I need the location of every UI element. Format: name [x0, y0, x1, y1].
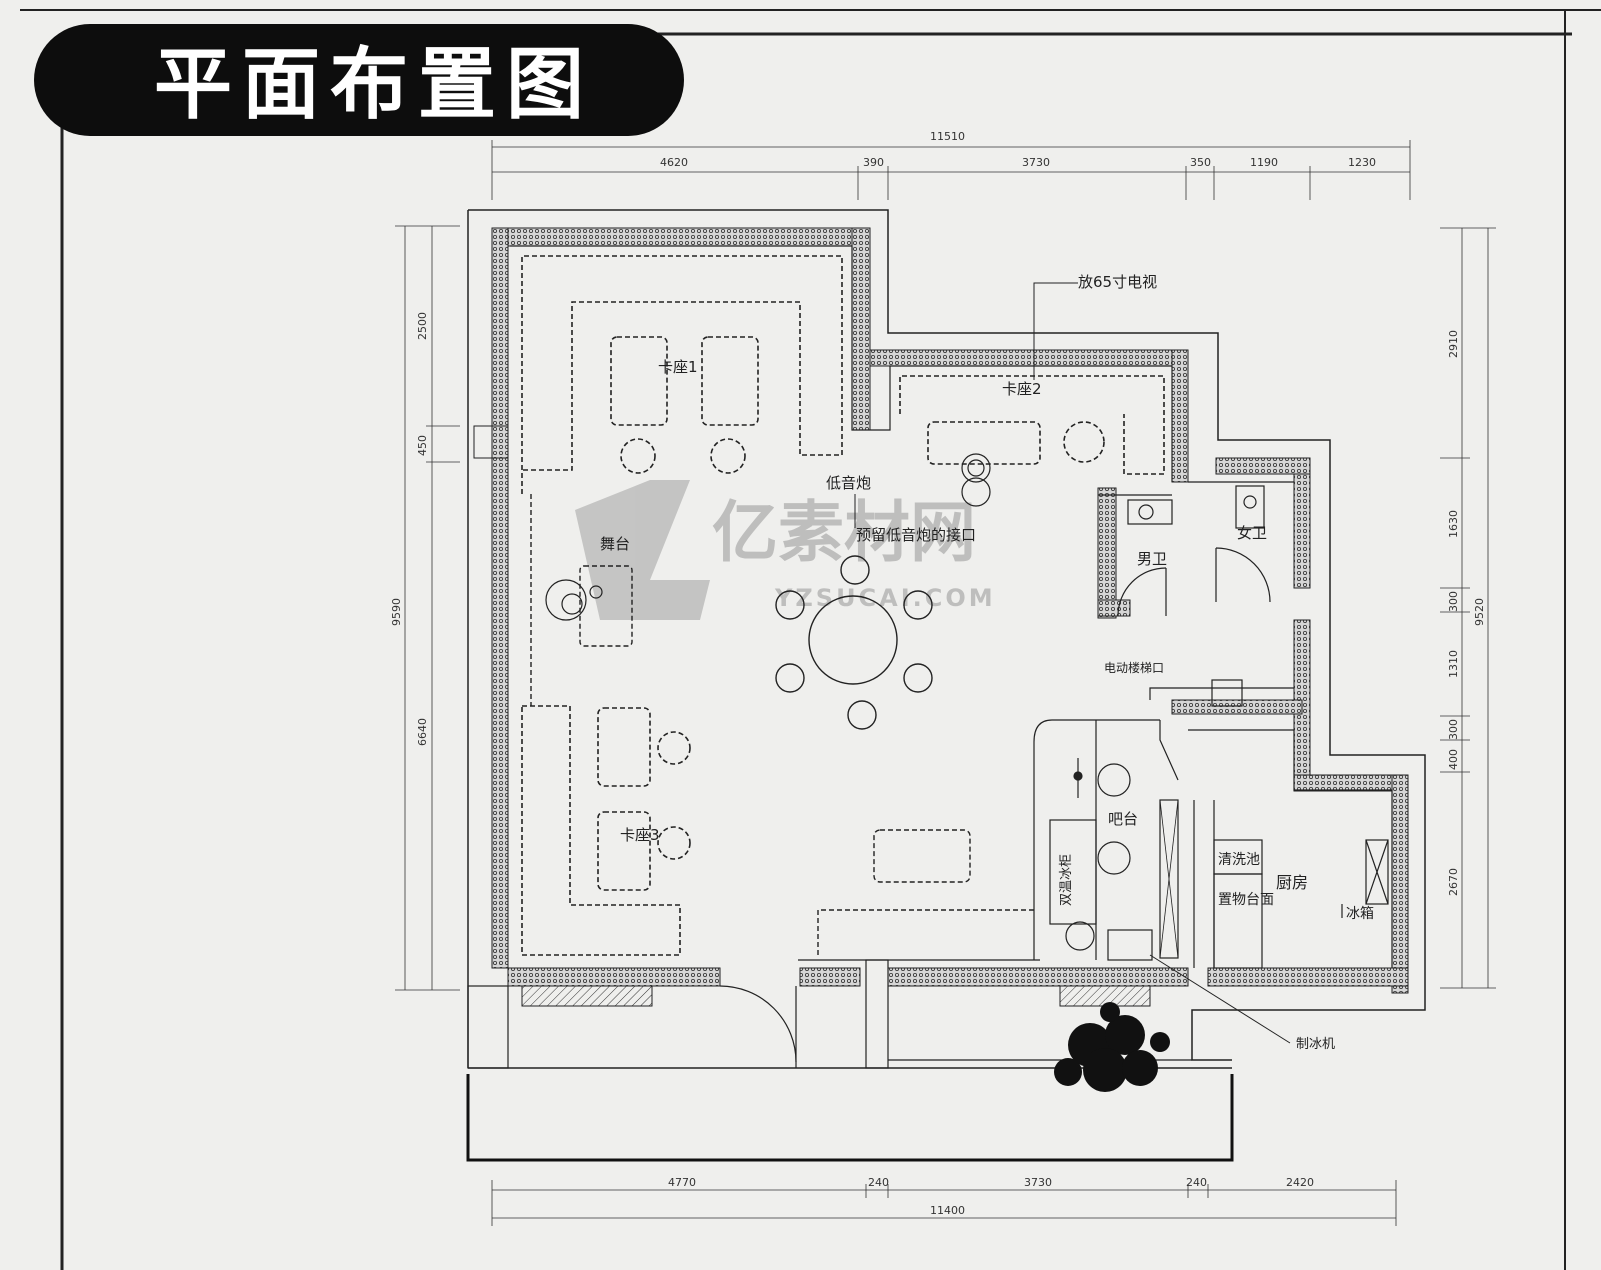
label-sink: 清洗池: [1218, 852, 1260, 868]
stage-chair: [545, 579, 603, 621]
watermark-url: YZSUCAI.COM: [774, 584, 996, 612]
dim-bottom-3: 3730: [1024, 1176, 1052, 1189]
dim-top-3: 3730: [1022, 156, 1050, 169]
dim-bottom-4: 240: [1186, 1176, 1207, 1189]
dim-right-2: 1630: [1447, 510, 1460, 538]
dim-bottom-2: 240: [868, 1176, 889, 1189]
terrace: [466, 1074, 1234, 1162]
dim-bottom-total: 11400: [930, 1204, 965, 1217]
label-bar: 吧台: [1108, 810, 1138, 828]
dim-right-5: 300: [1447, 719, 1460, 740]
dim-bottom-5: 2420: [1286, 1176, 1314, 1189]
booth-2: [899, 375, 1165, 475]
inner-wall-line: [510, 245, 1393, 968]
label-elevator: 电动楼梯口: [1104, 660, 1164, 675]
dim-top-5: 1190: [1250, 156, 1278, 169]
dim-right-total: 9520: [1473, 598, 1486, 626]
dim-left-3: 6640: [416, 718, 429, 746]
round-table: [775, 555, 933, 730]
dim-top-4: 350: [1190, 156, 1211, 169]
booth-1: [521, 255, 843, 494]
dim-left-total: 9590: [390, 598, 403, 626]
booth-3: [521, 705, 691, 956]
label-booth2: 卡座2: [1002, 380, 1042, 398]
dim-bottom: [491, 1180, 1397, 1226]
watermark: 亿素材网 YZSUCAI.COM: [575, 480, 996, 620]
dim-right-7: 2670: [1447, 868, 1460, 896]
bar: [1033, 719, 1179, 961]
dim-top-6: 1230: [1348, 156, 1376, 169]
dim-top-total: 11510: [930, 130, 965, 143]
label-kitchen: 厨房: [1276, 873, 1308, 892]
dim-right: [1440, 227, 1496, 989]
callout-icemaker: 制冰机: [1296, 1037, 1335, 1052]
label-dual-fridge: 双温冰柜: [1059, 854, 1074, 906]
dim-top-1: 4620: [660, 156, 688, 169]
label-subwoofer: 低音炮: [826, 474, 871, 492]
mens-wc: [1098, 494, 1173, 617]
dim-top: [491, 140, 1411, 200]
title-banner: 平面布置图: [34, 24, 684, 136]
label-fridge: 冰箱: [1346, 906, 1374, 922]
plant-icon: [1054, 1002, 1170, 1092]
stage: [530, 494, 633, 706]
window-lintel: [473, 425, 1151, 1007]
icemaker-leader: [1149, 954, 1291, 1044]
dim-right-1: 2910: [1447, 330, 1460, 358]
dim-top-2: 390: [863, 156, 884, 169]
outer-outline: [467, 209, 1426, 1069]
label-counter: 置物台面: [1218, 892, 1274, 908]
dim-bottom-1: 4770: [668, 1176, 696, 1189]
subwoofer-chair: [961, 453, 991, 507]
dim-right-6: 400: [1447, 749, 1460, 770]
dim-right-4: 1310: [1447, 650, 1460, 678]
dim-left-1: 2500: [416, 312, 429, 340]
tv-callout: [1033, 282, 1078, 380]
kitchen: [1193, 800, 1389, 969]
label-subwoofer-port: 预留低音炮的接口: [856, 526, 976, 544]
watermark-brand: 亿素材网: [712, 494, 976, 571]
label-stage: 舞台: [600, 535, 630, 553]
label-mens-wc: 男卫: [1137, 550, 1167, 568]
center-sofa: [817, 829, 1034, 955]
dim-right-3: 300: [1447, 591, 1460, 612]
callout-tv: 放65寸电视: [1078, 273, 1157, 291]
dim-left-2: 450: [416, 435, 429, 456]
label-booth1: 卡座1: [658, 358, 698, 376]
dim-left: [395, 225, 460, 991]
label-booth3: 卡座3: [620, 826, 660, 844]
elevator-box: [1149, 679, 1294, 707]
label-womens-wc: 女卫: [1237, 524, 1267, 542]
womens-wc: [1215, 485, 1271, 603]
page-title: 平面布置图: [154, 40, 595, 130]
